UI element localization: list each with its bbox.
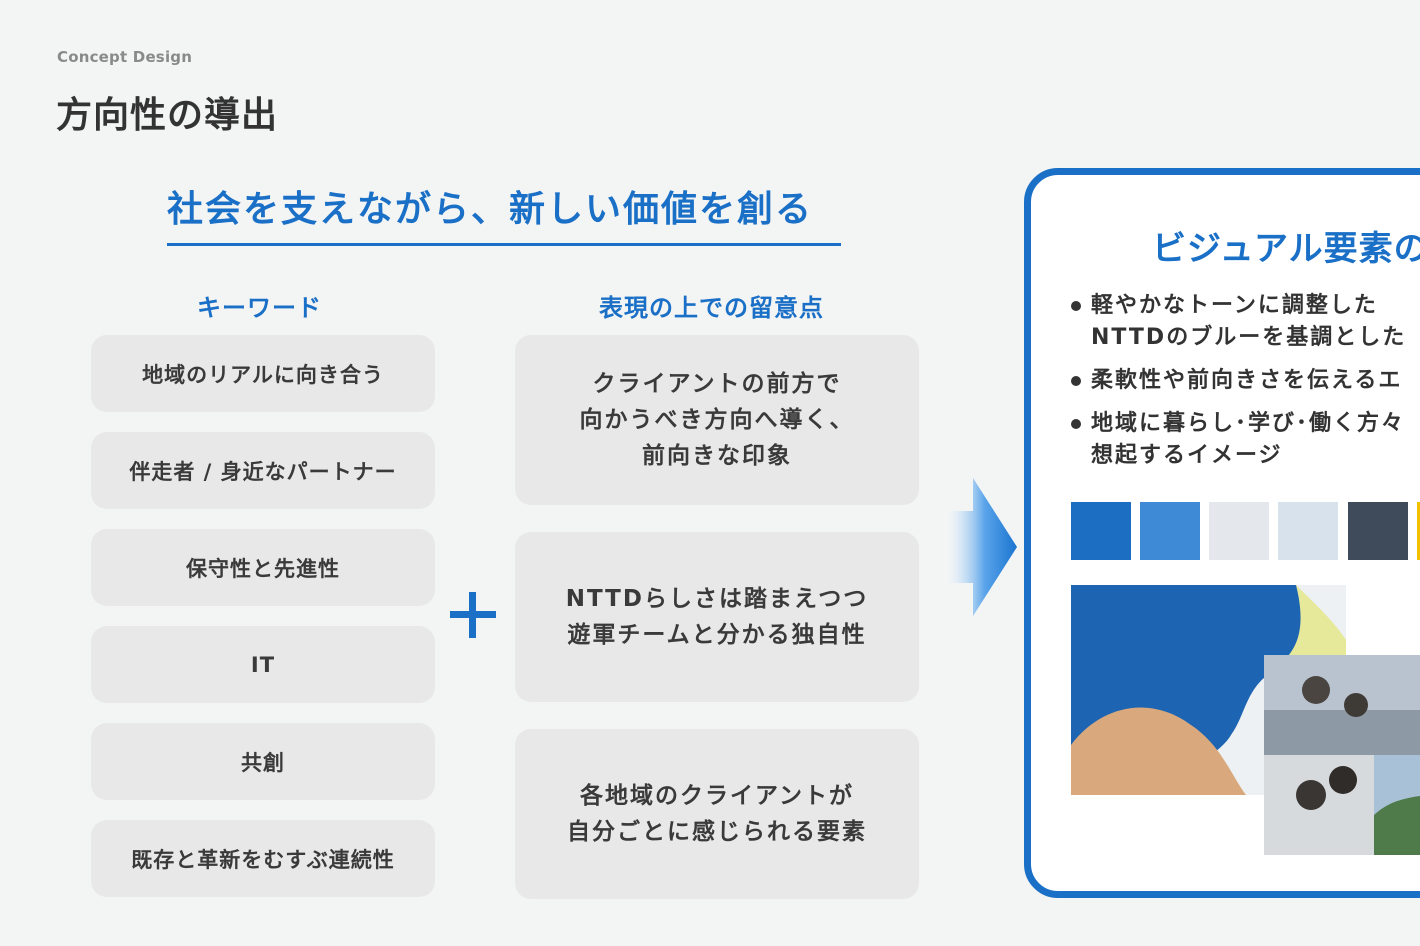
person-figure bbox=[1329, 766, 1357, 794]
photo-classroom-shade bbox=[1264, 710, 1420, 755]
point-card: NTTDらしさは踏まえつつ 遊軍チームと分かる独自性 bbox=[515, 532, 919, 702]
bullet-item: 軽やかなトーンに調整した NTTDのブルーを基調とした bbox=[1069, 290, 1420, 354]
person-figure bbox=[1344, 693, 1368, 717]
person-figure bbox=[1296, 780, 1326, 810]
visual-elements-panel: ビジュアル要素の 軽やかなトーンに調整した NTTDのブルーを基調とした 柔軟性… bbox=[1024, 168, 1420, 898]
color-swatch bbox=[1278, 502, 1338, 560]
keywords-heading: キーワード bbox=[197, 294, 322, 322]
points-heading: 表現の上での留意点 bbox=[599, 294, 824, 322]
keyword-card: 既存と革新をむすぶ連続性 bbox=[91, 820, 435, 897]
person-figure bbox=[1302, 676, 1330, 704]
image-collage bbox=[1071, 585, 1420, 855]
bullet-item: 柔軟性や前向きさを伝えるエ bbox=[1069, 365, 1420, 397]
keyword-card: 共創 bbox=[91, 723, 435, 800]
plus-icon bbox=[450, 592, 496, 638]
keyword-card: 伴走者 / 身近なパートナー bbox=[91, 432, 435, 509]
eyebrow-label: Concept Design bbox=[57, 48, 193, 66]
bullet-list: 軽やかなトーンに調整した NTTDのブルーを基調とした 柔軟性や前向きさを伝える… bbox=[1069, 290, 1420, 483]
color-swatch bbox=[1348, 502, 1408, 560]
beige-shape bbox=[1071, 707, 1246, 795]
yellow-shape bbox=[1266, 585, 1346, 675]
keyword-card: 保守性と先進性 bbox=[91, 529, 435, 606]
page-title: 方向性の導出 bbox=[56, 95, 279, 136]
bullet-item: 地域に暮らし･学び･働く方々 想起するイメージ bbox=[1069, 408, 1420, 472]
color-swatch bbox=[1071, 502, 1131, 560]
keyword-card: 地域のリアルに向き合う bbox=[91, 335, 435, 412]
hill-shape bbox=[1374, 795, 1420, 855]
arrow-right-icon bbox=[945, 478, 1017, 616]
keyword-card: IT bbox=[91, 626, 435, 703]
headline: 社会を支えながら、新しい価値を創る bbox=[167, 188, 841, 246]
color-swatch bbox=[1209, 502, 1269, 560]
color-swatch bbox=[1417, 502, 1420, 560]
color-swatch bbox=[1140, 502, 1200, 560]
point-card: クライアントの前方で 向かうべき方向へ導く、 前向きな印象 bbox=[515, 335, 919, 505]
point-card: 各地域のクライアントが 自分ごとに感じられる要素 bbox=[515, 729, 919, 899]
panel-title: ビジュアル要素の bbox=[1152, 229, 1420, 269]
